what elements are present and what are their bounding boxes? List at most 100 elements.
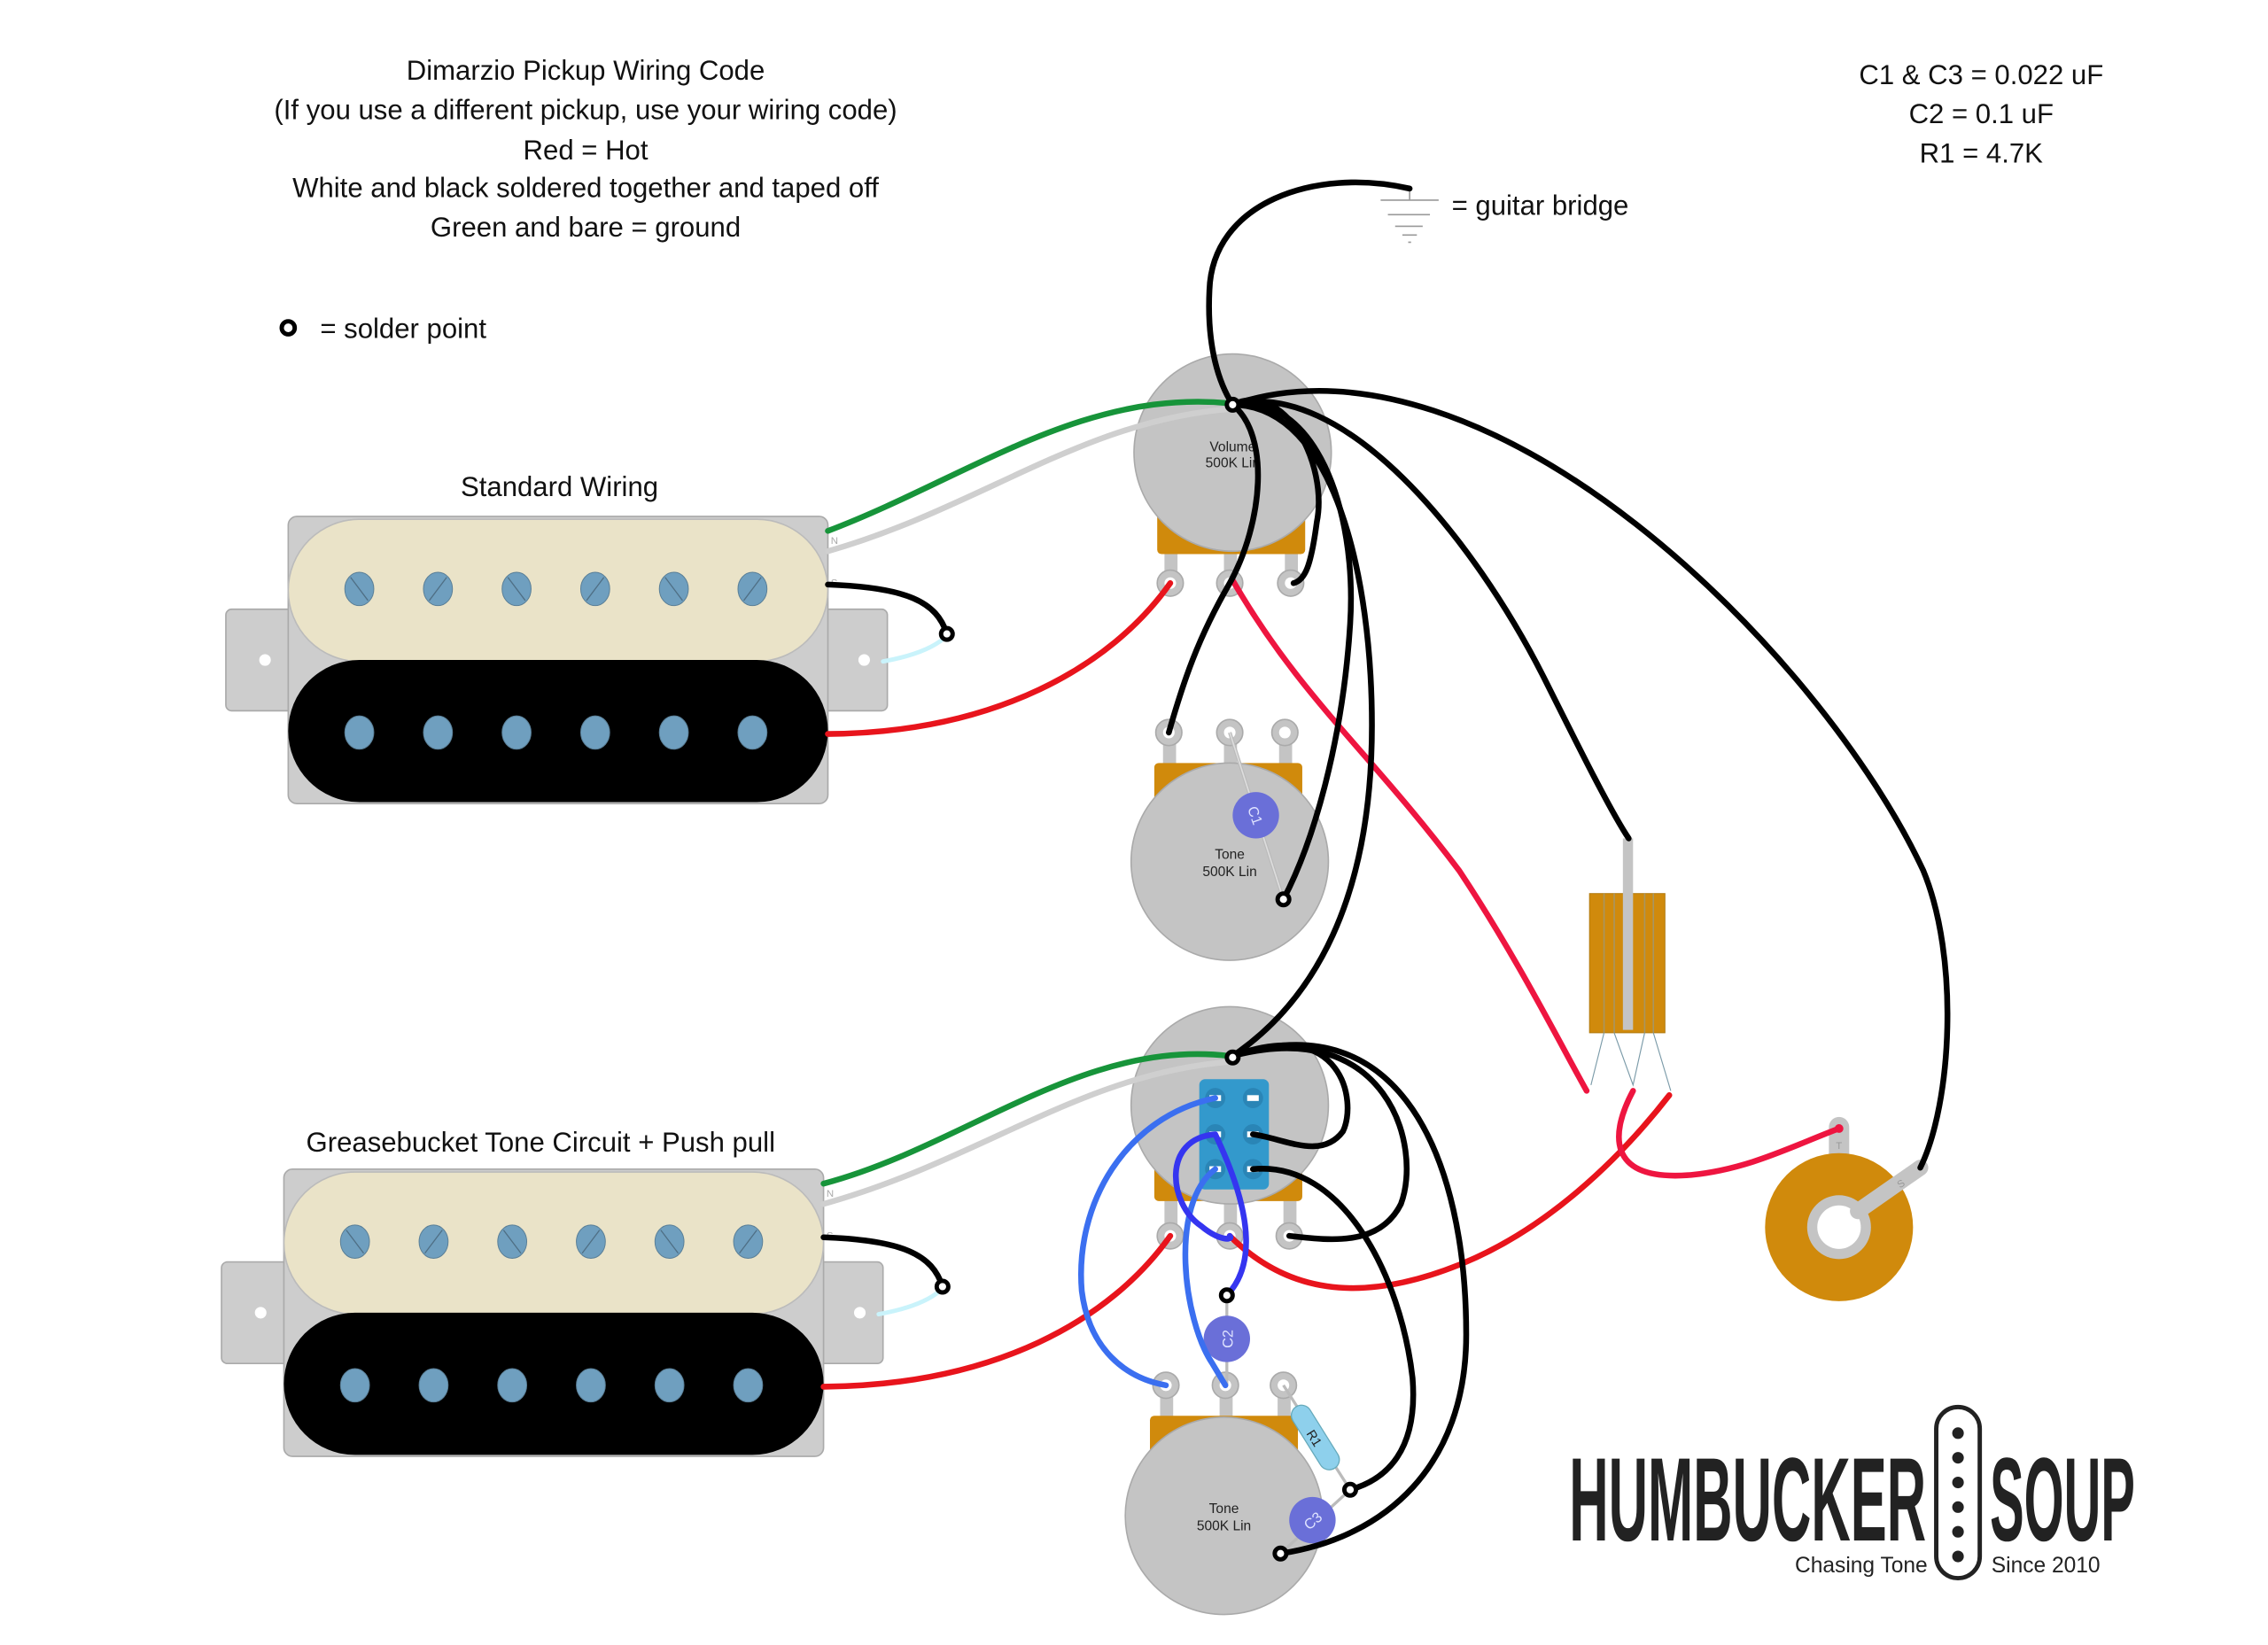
capacitor-c1 xyxy=(1232,792,1279,839)
black-bobbin xyxy=(288,660,828,803)
screw-slot xyxy=(664,577,683,601)
pot-label-line1: Tone xyxy=(1209,1501,1239,1517)
wiring-legend: Dimarzio Pickup Wiring Code (If you use … xyxy=(274,55,897,344)
screw-slot xyxy=(502,1230,522,1254)
screw-slot xyxy=(424,1230,443,1254)
tone-pot-2: Tone 500K Lin R1 C3 xyxy=(1124,1371,1352,1616)
legend-line-2: (If you use a different pickup, use your… xyxy=(274,94,897,125)
black-bobbin xyxy=(284,1312,824,1455)
capacitor-c2 xyxy=(1203,1315,1250,1362)
pot-body xyxy=(1130,762,1330,961)
pot-label-line1: Tone xyxy=(1215,847,1245,862)
screw-slot xyxy=(742,577,762,601)
humbucker-soup-logo: HUMBUCKER SOUP Chasing Tone Since 2010 xyxy=(1569,1404,2135,1581)
logo-text-left: HUMBUCKER xyxy=(1569,1433,1926,1566)
slug-pole xyxy=(344,715,375,750)
ground-wire-c3 xyxy=(1230,1042,1470,1557)
ground-symbol-icon xyxy=(1380,188,1439,244)
blue-wire-switch-to-tone-2-lug1 xyxy=(1078,1095,1218,1389)
mount-screw-hole xyxy=(254,1307,267,1319)
pickup-2-bare-wire xyxy=(820,1059,1233,1207)
tone-pot-1: Tone 500K Lin C1 xyxy=(1130,718,1330,961)
slug-pole xyxy=(737,715,768,750)
screw-poles xyxy=(339,1224,764,1260)
legend-line-5: Green and bare = ground xyxy=(431,212,741,243)
capacitor-c3 xyxy=(1289,1496,1336,1544)
solder-point xyxy=(1275,891,1292,908)
switch-contacts xyxy=(1603,893,1655,1033)
ground-symbol-legend: = guitar bridge xyxy=(1452,190,1629,221)
hot-wire-volume-2-to-switch xyxy=(1226,1092,1673,1292)
value-c2: C2 = 0.1 uF xyxy=(1909,98,2054,129)
pot-label-line1: Volume xyxy=(1209,439,1255,454)
switch-leads xyxy=(1590,1032,1672,1091)
pot-label-line2: 500K Lin xyxy=(1206,455,1260,470)
mount-screw-hole xyxy=(259,654,271,666)
ground-wire-r1 xyxy=(1249,1166,1417,1493)
ground-wire-tone-1-lug1 xyxy=(1166,401,1262,736)
pot-label-line2: 500K Lin xyxy=(1197,1519,1251,1534)
screw-slot xyxy=(350,577,369,601)
pickup-1-white-wire xyxy=(881,636,946,664)
north-tag: N xyxy=(827,1189,834,1199)
solder-point xyxy=(1224,1049,1241,1066)
pickup-1-black-wire xyxy=(825,581,951,637)
slug-poles xyxy=(344,715,768,750)
component-values: C1 & C3 = 0.022 uF C2 = 0.1 uF R1 = 4.7K xyxy=(1859,59,2103,168)
pickup-1-green-wire xyxy=(825,399,1233,534)
ground-wire-volume-2-case xyxy=(1230,401,1375,1059)
capacitor-c2-label: C2 xyxy=(1220,1330,1236,1348)
jack-sleeve-lug xyxy=(1850,1160,1929,1220)
slug-pole xyxy=(501,715,532,750)
slug-pole xyxy=(418,1368,449,1403)
pickup-1-label: Standard Wiring xyxy=(461,471,658,502)
blue-wire-switch-to-tone-2-lug2 xyxy=(1182,1166,1229,1389)
three-way-toggle-switch xyxy=(1588,838,1672,1091)
logo-pickup-icon xyxy=(1934,1404,1983,1581)
screw-slot xyxy=(346,1230,365,1254)
humbucker-pickup-2: N S xyxy=(221,1168,884,1457)
solder-point xyxy=(934,1278,951,1295)
solder-point xyxy=(1224,396,1241,413)
logo-pole-dots xyxy=(1952,1427,1964,1563)
blue-wire-switch-to-c2 xyxy=(1173,1131,1249,1299)
mount-screw-hole xyxy=(858,654,870,666)
slug-pole xyxy=(423,715,454,750)
north-tag: N xyxy=(831,536,838,547)
solder-point xyxy=(1218,1287,1235,1304)
switch-lugs xyxy=(1205,1088,1263,1180)
jack-tip-solder xyxy=(1834,1124,1844,1133)
pickup-2-white-wire xyxy=(876,1288,943,1317)
hot-wire-volume-1-to-switch xyxy=(1230,577,1590,1094)
ground-wire-switch xyxy=(1230,399,1632,842)
screw-slot xyxy=(428,577,447,601)
value-c1-c3: C1 & C3 = 0.022 uF xyxy=(1859,59,2103,90)
screw-slot xyxy=(660,1230,680,1254)
logo-tagline-right: Since 2010 xyxy=(1992,1554,2101,1578)
legend-line-3: Red = Hot xyxy=(524,135,649,166)
jack-hole xyxy=(1817,1205,1861,1249)
pickup-2-green-wire xyxy=(820,1051,1233,1187)
pickup-1-red-wire xyxy=(825,579,1174,737)
legend-line-1: Dimarzio Pickup Wiring Code xyxy=(407,55,765,86)
solder-point xyxy=(1272,1545,1289,1562)
slug-pole xyxy=(497,1368,528,1403)
slug-pole xyxy=(339,1368,370,1403)
wires xyxy=(820,179,1951,1557)
pickup-2-red-wire xyxy=(820,1232,1174,1390)
resistor-r1 xyxy=(1290,1404,1340,1470)
screw-slot xyxy=(739,1230,757,1254)
logo-tagline-left: Chasing Tone xyxy=(1795,1554,1928,1578)
mount-screw-hole xyxy=(853,1307,866,1319)
slug-pole xyxy=(733,1368,764,1403)
pickup-1-bare-wire xyxy=(825,406,1233,555)
slug-pole xyxy=(576,1368,606,1403)
value-r1: R1 = 4.7K xyxy=(1920,137,2043,168)
screw-slot xyxy=(507,577,526,601)
solder-point xyxy=(938,625,955,642)
capacitor-c2-group: C2 xyxy=(1203,1295,1250,1385)
switch-ground-blade xyxy=(1622,838,1634,1030)
logo-text-right: SOUP xyxy=(1990,1433,2135,1566)
